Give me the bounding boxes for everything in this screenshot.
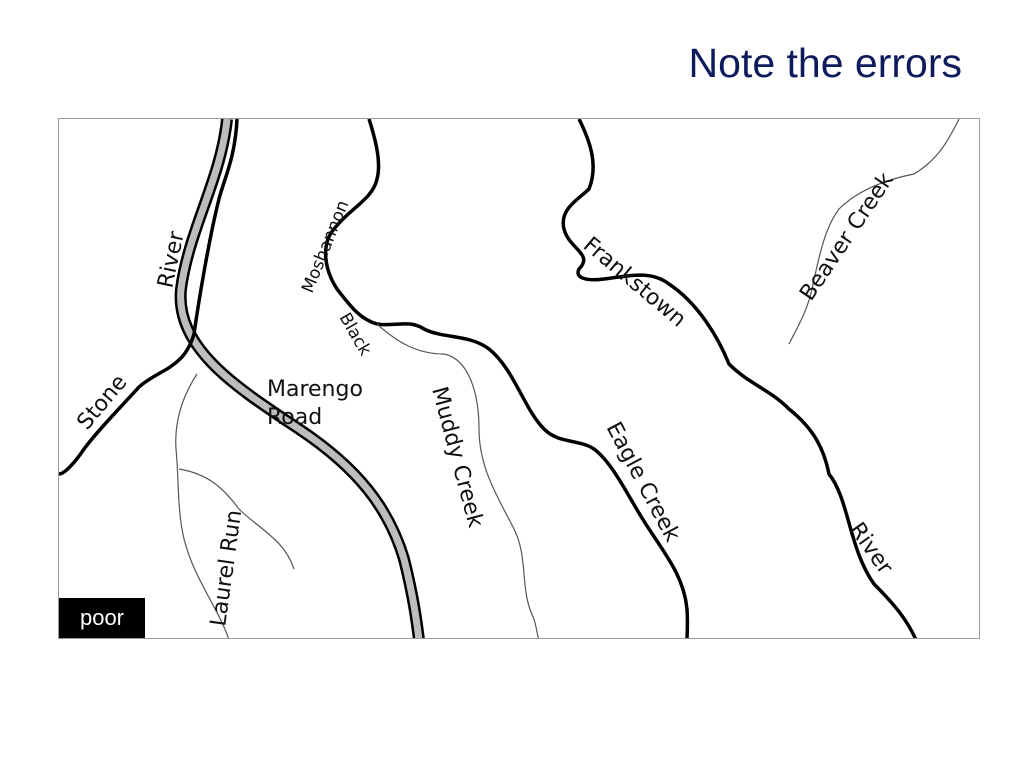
marengo-road-label-line2: Road [267, 405, 322, 430]
black-moshannon-label-line2: Moshannon [298, 198, 353, 296]
muddy-creek-label: Muddy Creek [426, 384, 488, 530]
slide-title: Note the errors [688, 40, 962, 86]
laurel-run-label: Laurel Run [206, 508, 247, 627]
eagle-creek-label: Eagle Creek [601, 418, 685, 546]
black-moshannon-creek [323, 119, 690, 638]
frankstown-label: Frankstown [578, 232, 690, 332]
marengo-road-label-line1: Marengo [267, 377, 363, 402]
beaver-creek-label: Beaver Creek [795, 168, 899, 305]
laurel-run-tributary [178, 468, 295, 570]
quality-badge: poor [59, 598, 145, 638]
frankstown-river [561, 119, 918, 638]
frankstown-river-label: River [844, 518, 898, 580]
beaver-creek [788, 119, 960, 345]
map: Stone River Laurel Run Marengo Road Blac… [58, 118, 980, 639]
laurel-run [175, 373, 229, 638]
stone-river [59, 119, 239, 476]
map-canvas: Stone River Laurel Run Marengo Road Blac… [59, 119, 960, 638]
black-moshannon-label-line1: Black [335, 310, 375, 360]
marengo-road [174, 119, 425, 638]
muddy-creek [376, 323, 539, 638]
